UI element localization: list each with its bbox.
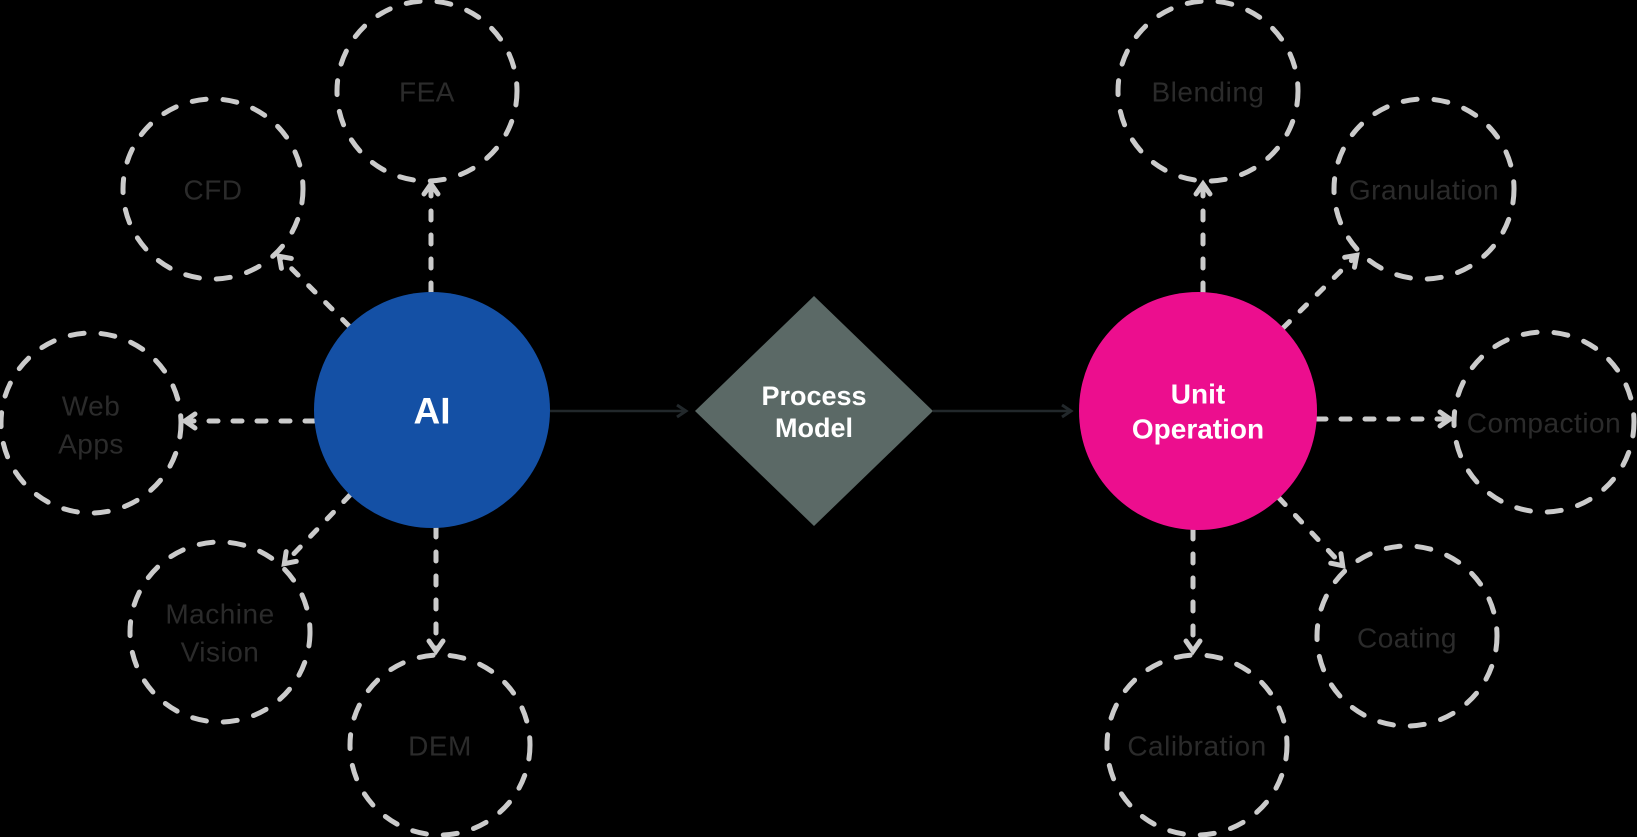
blending-label: Blending <box>1152 77 1265 108</box>
satellite-granulation <box>1331 96 1517 282</box>
dem-label: DEM <box>408 731 472 762</box>
satellite-cfd <box>120 96 306 282</box>
satellite-machine-vision <box>127 539 313 725</box>
satellite-calibration <box>1104 652 1290 837</box>
dashed-connectors <box>180 179 1455 656</box>
fea-label: FEA <box>399 77 455 108</box>
web-apps-label-line2: Apps <box>58 429 124 460</box>
cfd-label: CFD <box>183 175 242 206</box>
ai-label: AI <box>414 391 451 432</box>
granulation-label: Granulation <box>1349 175 1499 206</box>
process-model-label-line1: Process <box>761 381 866 411</box>
calibration-label: Calibration <box>1127 731 1266 762</box>
hub-unit-operation-circle <box>1079 292 1317 530</box>
unit-operation-label-line2: Operation <box>1132 414 1264 445</box>
hub-labels: AI Process Model Unit Operation <box>414 379 1265 445</box>
satellite-fea <box>334 0 520 184</box>
satellite-blending <box>1115 0 1301 184</box>
connector-unit-granulation <box>1280 252 1360 331</box>
satellite-dem <box>347 652 533 837</box>
connector-ai-machine-vision <box>281 492 353 567</box>
coating-label: Coating <box>1357 623 1457 654</box>
satellite-web-apps <box>0 330 184 516</box>
satellite-coating <box>1314 543 1500 729</box>
web-apps-label-line1: Web <box>62 391 121 422</box>
hub-ai-circle <box>314 292 550 528</box>
connector-ai-cfd <box>276 253 352 329</box>
process-model-label-line2: Model <box>775 413 853 443</box>
machine-vision-label-line2: Vision <box>181 637 260 668</box>
process-model-diamond <box>695 296 933 526</box>
machine-vision-label-line1: Machine <box>165 599 274 630</box>
compaction-label: Compaction <box>1467 408 1621 439</box>
unit-operation-label-line1: Unit <box>1171 379 1225 410</box>
satellite-labels: FEA CFD Web Apps Machine Vision DEM Blen… <box>58 77 1621 762</box>
connector-unit-coating <box>1276 495 1346 569</box>
satellite-compaction <box>1451 329 1637 515</box>
